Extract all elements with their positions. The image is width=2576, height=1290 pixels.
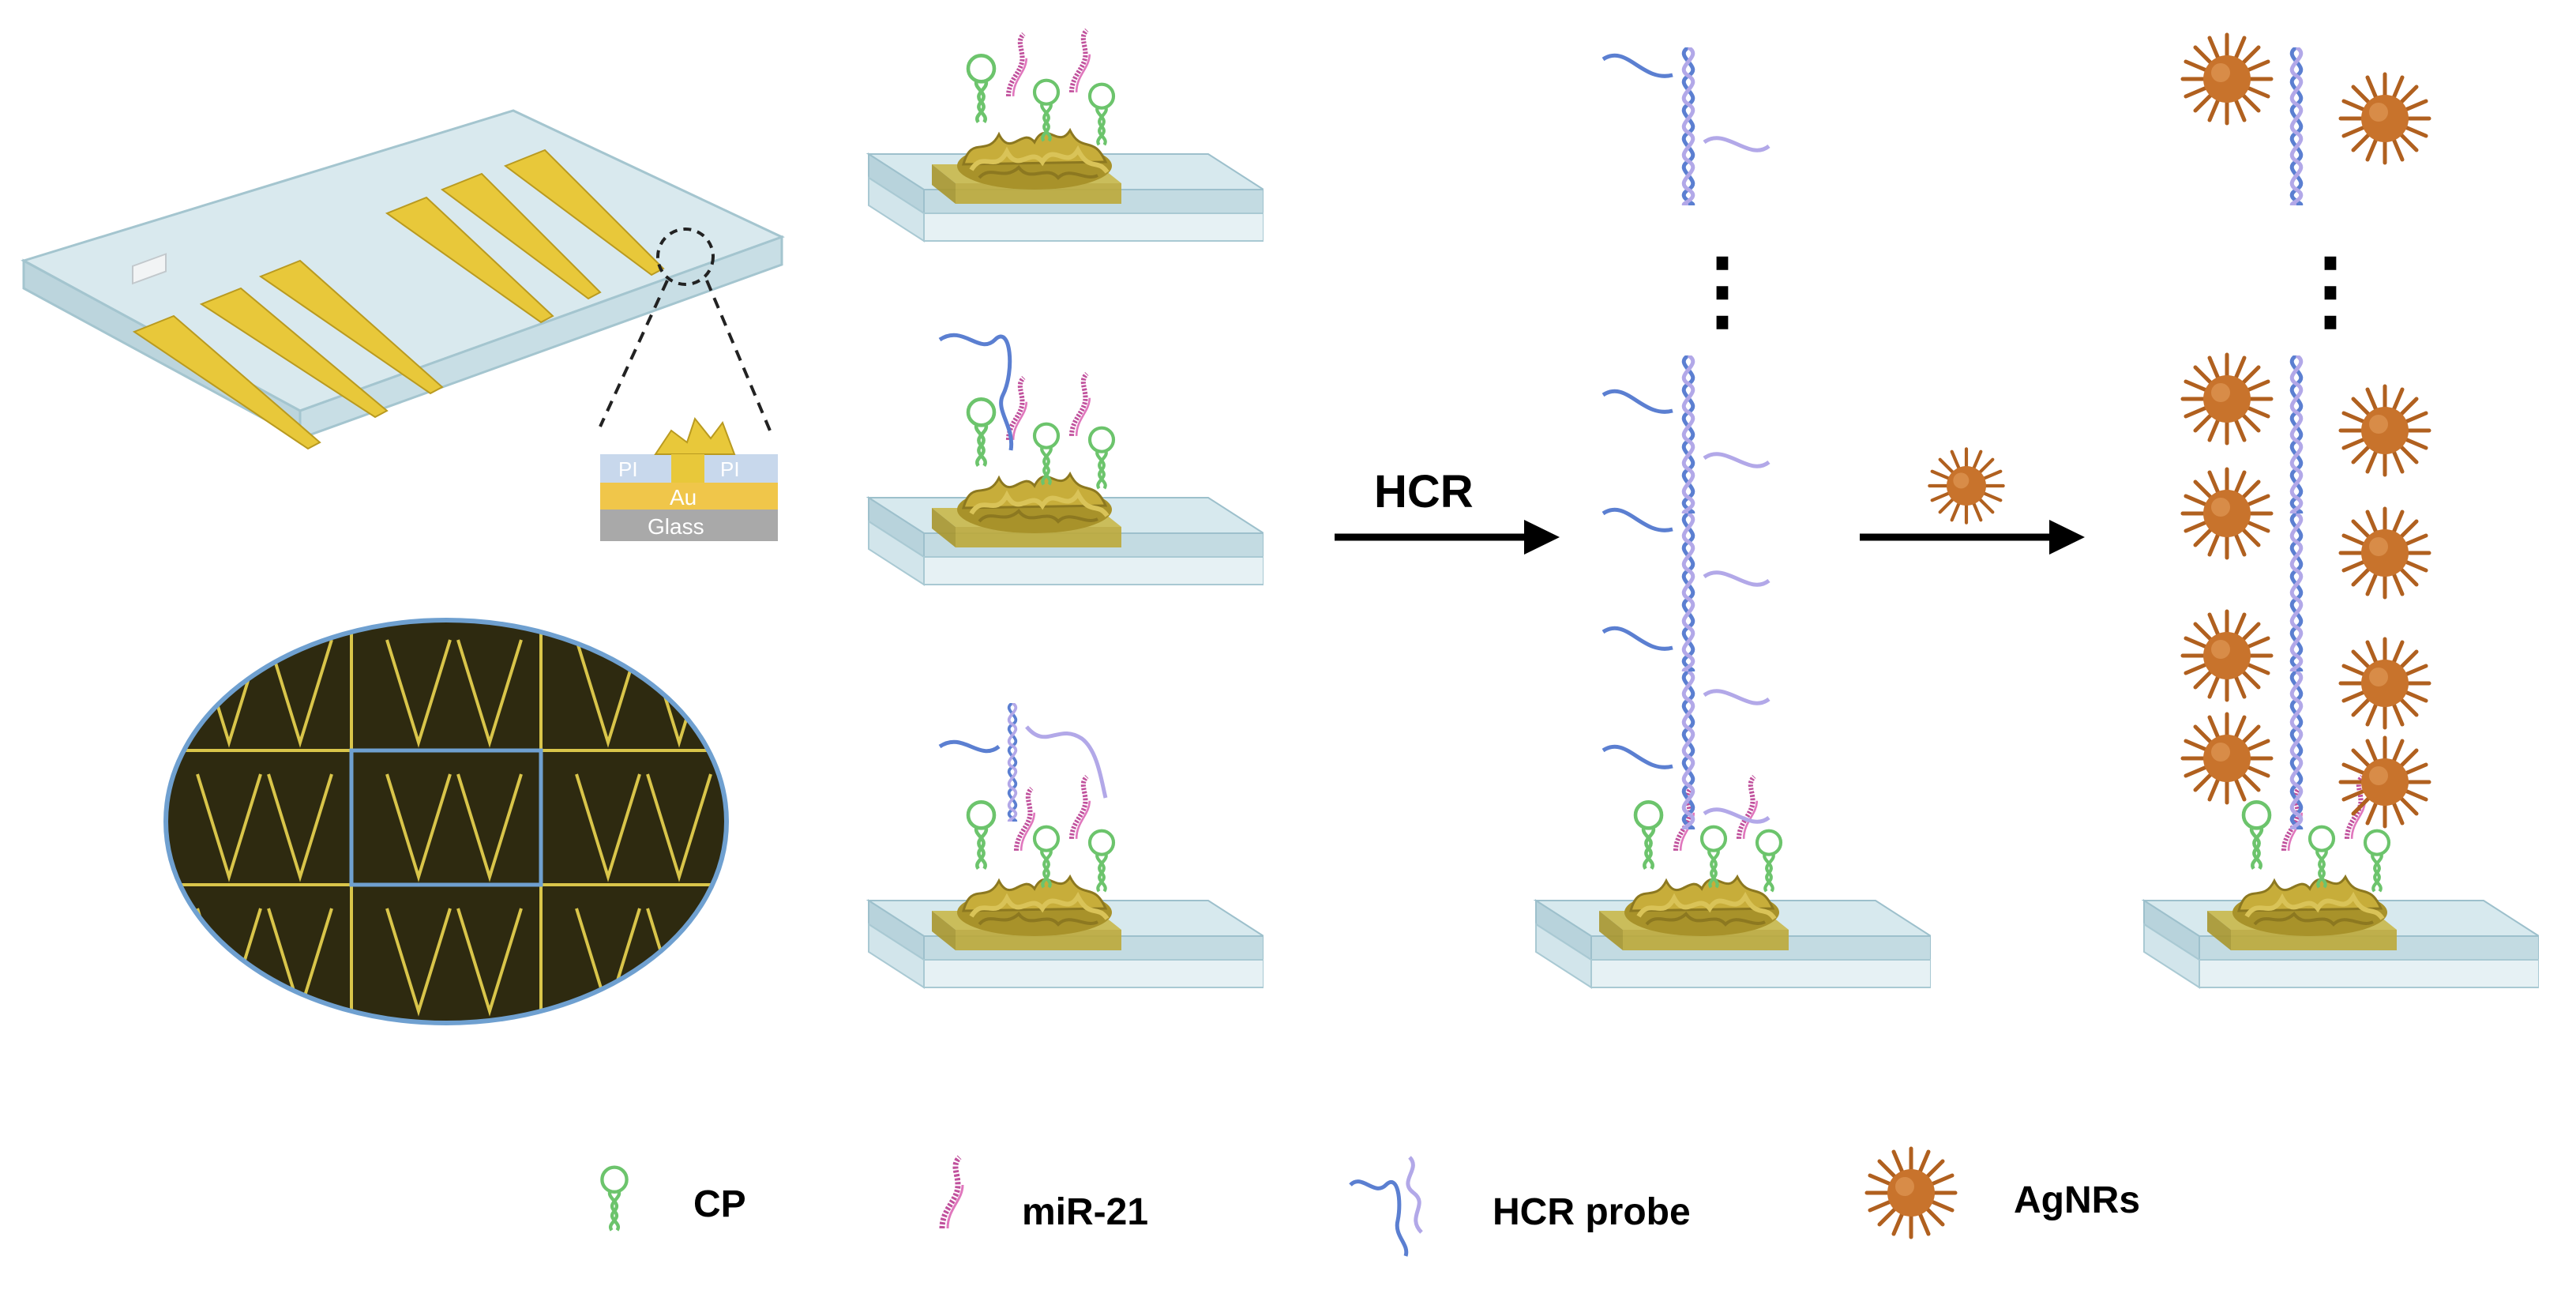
stage-hcr-amplification: ⋮: [1535, 47, 1931, 988]
cp-icon: [602, 1168, 626, 1231]
layer-cross-section: PI PI Au Glass: [600, 416, 778, 541]
ellipsis-agnr: ⋮: [2287, 242, 2374, 339]
ellipsis-hcr: ⋮: [1679, 242, 1766, 339]
stage-cp-mir-binding: [868, 30, 1264, 242]
electrode-micrograph: [163, 618, 729, 1025]
legend-label-hcr-probe: HCR probe: [1493, 1191, 1691, 1233]
layer-label-pi-left: PI: [618, 457, 638, 481]
legend-label-agnrs: AgNRs: [2014, 1179, 2140, 1221]
agnr-reagent-icon: [1929, 449, 2003, 522]
mir21-icon: [942, 1157, 963, 1228]
layer-label-glass: Glass: [648, 514, 704, 539]
hcr-label: HCR: [1374, 466, 1474, 517]
agnr-arrow: [1860, 449, 2085, 555]
hcr-arrow: HCR: [1335, 466, 1560, 555]
layer-label-au: Au: [670, 485, 697, 510]
hcr-probe-icon: [1349, 1156, 1423, 1257]
legend-label-cp: CP: [693, 1183, 746, 1225]
stage-agnr-labeling: ⋮: [2143, 35, 2539, 988]
layer-label-pi-right: PI: [720, 457, 740, 481]
legend-label-mir21: miR-21: [1022, 1191, 1148, 1233]
stage-probe-hybridization: [868, 333, 1264, 585]
stage-duplex-formation: [868, 703, 1264, 988]
agnrs-icon: [1867, 1149, 1955, 1237]
electrode-chip: [21, 109, 785, 450]
legend: CP miR-21 HCR probe AgNRs: [602, 1149, 2140, 1257]
